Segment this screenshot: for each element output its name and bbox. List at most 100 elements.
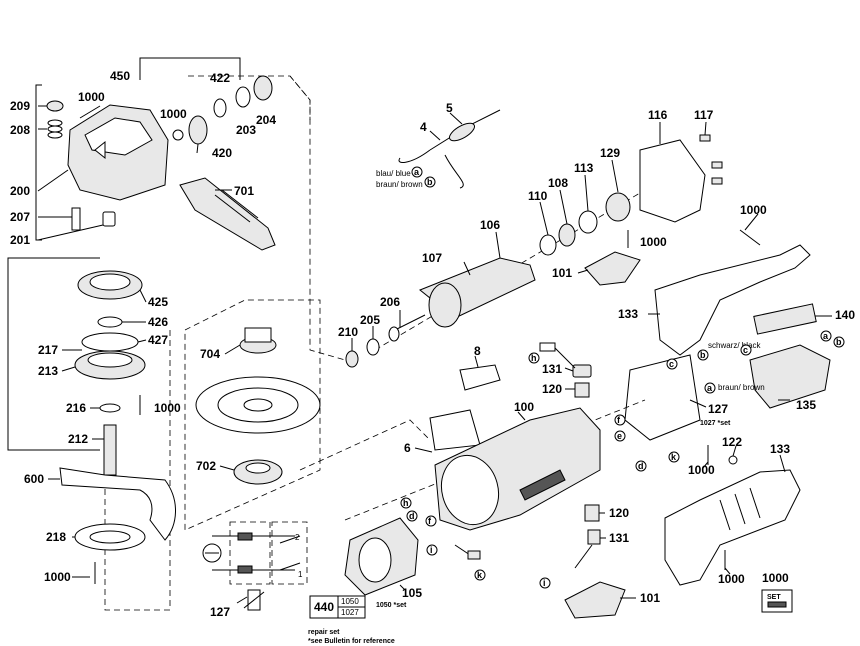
- repair-box-top: 1050: [341, 597, 359, 606]
- label-217: 217: [38, 343, 58, 357]
- callout-e: e: [617, 431, 622, 441]
- label-133-top: 133: [618, 307, 638, 321]
- fan: [428, 282, 462, 328]
- label-5: 5: [446, 101, 453, 115]
- label-427: 427: [148, 333, 168, 347]
- label-6: 6: [404, 441, 411, 455]
- label-4: 4: [420, 120, 427, 134]
- label-212: 212: [68, 432, 88, 446]
- cap-209: [46, 100, 64, 112]
- handle-133-top: [654, 244, 811, 356]
- switch-140: [753, 303, 817, 335]
- label-108: 108: [548, 176, 568, 190]
- label-426: 426: [148, 315, 168, 329]
- callout-d: d: [638, 461, 644, 471]
- label-122: 122: [722, 435, 742, 449]
- label-203: 203: [236, 123, 256, 137]
- label-701: 701: [234, 184, 254, 198]
- handle-133-bottom: [664, 469, 801, 586]
- bracket-450: [139, 57, 241, 80]
- label-1000-pinion: 1000: [160, 107, 187, 121]
- label-1000-bottom: 1000: [44, 570, 71, 584]
- plate-101-bottom: [564, 581, 626, 619]
- wire-brown: braun/ brown: [376, 180, 423, 189]
- label-120-bottom: 120: [609, 506, 629, 520]
- callout-c-2: c: [743, 345, 748, 355]
- callout-k-2: k: [477, 570, 483, 580]
- disc-group: 704 702: [184, 299, 321, 531]
- callout-b-2: b: [836, 337, 842, 347]
- guard-600: [59, 467, 176, 541]
- callout-h: h: [531, 353, 537, 363]
- label-127-schematic: 127: [210, 605, 230, 619]
- label-8: 8: [474, 344, 481, 358]
- svg-text:1: 1: [298, 570, 303, 579]
- label-106: 106: [480, 218, 500, 232]
- label-425: 425: [148, 295, 168, 309]
- label-131-top: 131: [542, 362, 562, 376]
- label-1000-handle: 1000: [740, 203, 767, 217]
- set-1027: 1027 *set: [700, 420, 731, 427]
- set-1050: 1050 *set: [376, 602, 407, 609]
- pin-207: [71, 207, 81, 231]
- repair-set-label: repair set: [308, 629, 340, 636]
- label-216: 216: [66, 401, 86, 415]
- label-210: 210: [338, 325, 358, 339]
- label-105: 105: [402, 586, 422, 600]
- repair-box-bottom: 1027: [341, 608, 359, 617]
- callout-i-2: i: [543, 578, 546, 588]
- label-704: 704: [200, 347, 220, 361]
- callout-a: a: [414, 167, 420, 177]
- label-117: 117: [694, 108, 714, 122]
- armature-group: 5 4 blau/ blue braun/ brown a b 116 117 …: [289, 75, 723, 368]
- wire-black: schwarz/ black: [708, 341, 761, 350]
- label-140: 140: [835, 308, 855, 322]
- label-135: 135: [796, 398, 816, 412]
- label-129: 129: [600, 146, 620, 160]
- label-213: 213: [38, 364, 58, 378]
- label-1000-grip: 1000: [718, 572, 745, 586]
- label-204: 204: [256, 113, 276, 127]
- label-702: 702: [196, 459, 216, 473]
- wire-brown-2: braun/ brown: [718, 383, 765, 392]
- label-107: 107: [422, 251, 442, 265]
- label-1000-plate: 1000: [640, 235, 667, 249]
- label-208: 208: [10, 123, 30, 137]
- side-handle-701: [179, 177, 276, 251]
- wiring-schematic: 2 1 127: [202, 521, 308, 619]
- label-127: 127: [708, 402, 728, 416]
- set-badge-number: 1000: [762, 571, 789, 585]
- callout-d-2: d: [409, 511, 415, 521]
- callout-b-3: b: [700, 350, 706, 360]
- callout-b: b: [427, 177, 433, 187]
- label-422: 422: [210, 71, 230, 85]
- repair-box-main: 440: [314, 600, 334, 614]
- arrow-mark: [94, 140, 106, 160]
- svg-text:2: 2: [295, 533, 300, 542]
- label-206: 206: [380, 295, 400, 309]
- label-201: 201: [10, 233, 30, 247]
- wire-blue: blau/ blue: [376, 169, 411, 178]
- gear-head-group: 450 422 1000 209 208 203 204 1000 420 20…: [7, 57, 311, 611]
- label-116: 116: [648, 108, 668, 122]
- label-600: 600: [24, 472, 44, 486]
- label-113: 113: [574, 161, 594, 175]
- label-sticker-8: [459, 364, 501, 391]
- label-100: 100: [514, 400, 534, 414]
- callout-c: c: [669, 359, 674, 369]
- callout-k: k: [671, 452, 677, 462]
- callout-a-3: a: [707, 383, 713, 393]
- label-200: 200: [10, 184, 30, 198]
- switch-assembly-127: [624, 354, 701, 441]
- callout-f-2: f: [428, 516, 432, 526]
- label-207: 207: [10, 210, 30, 224]
- label-101-bottom: 101: [640, 591, 660, 605]
- label-420: 420: [212, 146, 232, 160]
- label-205: 205: [360, 313, 380, 327]
- bulletin-note: *see Bulletin for reference: [308, 638, 395, 645]
- label-133-bottom: 133: [770, 442, 790, 456]
- label-1000-switch: 1000: [688, 463, 715, 477]
- fan-housing-116: [639, 139, 706, 223]
- plate-101: [584, 251, 641, 286]
